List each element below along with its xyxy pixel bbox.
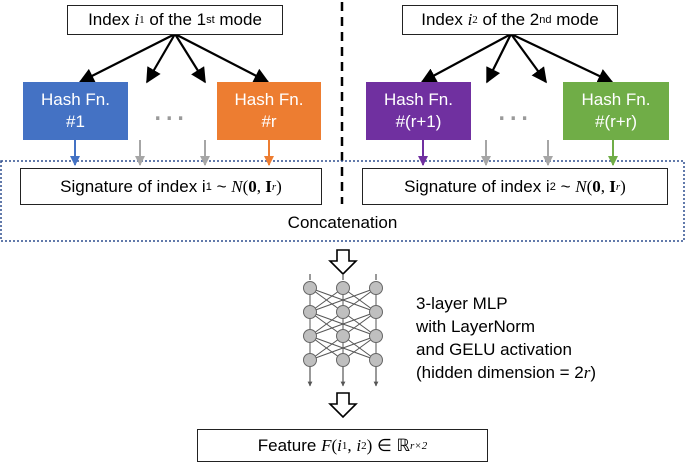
left-index-suffix: mode: [219, 10, 262, 29]
mlp-line-1: 3-layer MLP: [416, 294, 508, 313]
mlp-line-3: and GELU activation: [416, 340, 572, 359]
right-sig-r: r: [615, 180, 621, 193]
hash-fn-r1-box: Hash Fn. #(r+1): [366, 82, 471, 140]
right-fanout-arrows: [420, 33, 614, 84]
right-sig-prefix: Signature of index i: [404, 176, 550, 196]
concatenation-label: Concatenation: [287, 213, 398, 232]
left-index-prefix: Index: [88, 10, 130, 29]
right-sig-sim: ~: [560, 176, 571, 196]
mlp-node: [336, 353, 350, 367]
right-ellipsis: ...: [497, 90, 532, 128]
mlp-node: [336, 305, 350, 319]
right-sig-sub: 2: [549, 180, 556, 193]
mlp-connection: [309, 311, 377, 337]
concatenation-frame: [0, 160, 685, 242]
hash-fn-r-num: #r: [261, 112, 277, 131]
left-index-sup: st: [206, 14, 215, 26]
left-sig-prefix: Signature of index i: [60, 176, 206, 196]
left-sig-sub: 1: [205, 180, 212, 193]
hash-fn-rr-num: #(r+r): [594, 112, 638, 131]
mlp-line-2: with LayerNorm: [416, 317, 536, 336]
left-index-var: i: [134, 10, 140, 29]
feature-i1-sub: 1: [341, 439, 348, 452]
mlp-node: [369, 305, 383, 319]
feature-sup: r×2: [410, 439, 428, 452]
right-index-suffix: mode: [556, 10, 599, 29]
feature-R: ℝ: [396, 435, 411, 455]
left-ellipsis: ...: [153, 90, 188, 128]
mlp-node: [369, 281, 383, 295]
left-sig-sim: ~: [216, 176, 227, 196]
mlp-network-icon: [303, 274, 383, 387]
feature-i1: i: [337, 435, 342, 455]
hash-fn-1-title: Hash Fn.: [41, 89, 110, 109]
mlp-node: [303, 329, 317, 343]
mlp-line-4-prefix: (hidden dimension = 2: [416, 363, 584, 382]
hash-fn-rr-box: Hash Fn. #(r+r): [563, 82, 669, 140]
left-sig-I: I: [265, 176, 272, 196]
mlp-node: [336, 281, 350, 295]
mlp-node: [369, 353, 383, 367]
left-index-of: of the 1: [149, 10, 207, 29]
right-sig-N: N: [575, 176, 587, 196]
mlp-line-4-suffix: ): [590, 363, 597, 382]
left-fanout-arrows: [78, 33, 270, 84]
hollow-arrow-to-mlp: [328, 249, 358, 276]
hash-fn-1-box: Hash Fn. #1: [23, 82, 128, 140]
feature-comma: ,: [347, 435, 352, 455]
feature-in: ∈: [377, 435, 392, 455]
right-index-sup: nd: [539, 14, 552, 26]
feature-F: F: [321, 435, 332, 455]
left-sig-N: N: [231, 176, 243, 196]
feature-close: ): [366, 435, 373, 455]
left-sig-r: r: [271, 180, 277, 193]
left-index-sub: 1: [139, 14, 145, 26]
right-index-prefix: Index: [421, 10, 463, 29]
hash-fn-r-title: Hash Fn.: [234, 89, 304, 109]
mlp-node: [303, 353, 317, 367]
hollow-arrow-to-feature: [328, 392, 358, 419]
hash-fn-r1-title: Hash Fn.: [384, 89, 453, 109]
feature-i2-sub: 2: [361, 439, 367, 452]
mlp-node: [303, 305, 317, 319]
right-sig-I: I: [609, 176, 616, 196]
hash-fn-rr-title: Hash Fn.: [581, 89, 651, 109]
mlp-connection: [309, 335, 377, 361]
mlp-line-4-var: r: [583, 363, 591, 382]
mlp-description: 3-layer MLP with LayerNorm and GELU acti…: [416, 292, 596, 384]
feature-prefix: Feature: [257, 435, 317, 455]
right-index-var: i: [467, 10, 473, 29]
feature-open: (: [331, 435, 338, 455]
mlp-node: [336, 329, 350, 343]
mlp-line-4: (hidden dimension = 2r): [416, 361, 596, 384]
hash-fn-1-num: #1: [66, 112, 85, 131]
feature-i2: i: [356, 435, 362, 455]
hash-fn-r-box: Hash Fn. #r: [217, 82, 321, 140]
hash-fn-r1-num: #(r+1): [395, 112, 442, 131]
right-index-sub: 2: [472, 14, 478, 26]
right-sig-zero: 0: [592, 176, 601, 196]
mlp-node: [369, 329, 383, 343]
right-index-of: of the 2: [482, 10, 540, 29]
mlp-connection: [309, 287, 377, 313]
left-sig-zero: 0: [248, 176, 257, 196]
mlp-node: [303, 281, 317, 295]
